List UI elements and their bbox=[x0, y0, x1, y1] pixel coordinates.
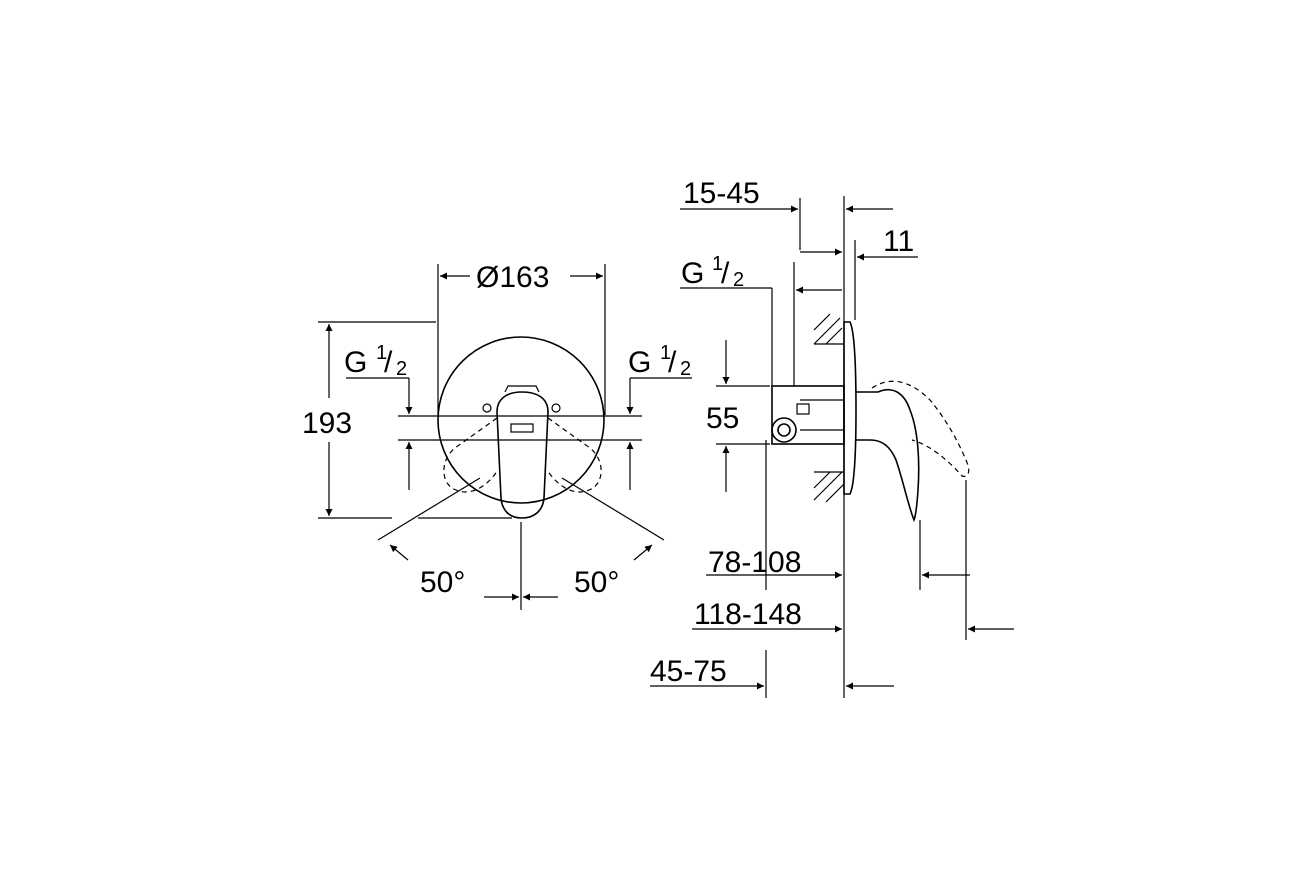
handle-swing-right bbox=[546, 417, 602, 493]
thread-right-num: 1 bbox=[660, 342, 671, 364]
dim-15-45-label: 15-45 bbox=[683, 177, 760, 210]
angle-right-label: 50° bbox=[574, 566, 619, 599]
handle-logo bbox=[510, 423, 534, 433]
handle-cap bbox=[504, 385, 540, 393]
angle-line-right bbox=[561, 477, 665, 541]
handle-front bbox=[496, 391, 549, 519]
screw-right bbox=[551, 403, 561, 413]
side-thread-slash: / bbox=[721, 257, 730, 290]
wall-hatching-top bbox=[813, 313, 844, 345]
thread-left-den: 2 bbox=[396, 358, 407, 380]
lever-side bbox=[856, 388, 920, 523]
lever-swing bbox=[871, 380, 970, 477]
thread-right-slash: / bbox=[668, 346, 677, 379]
side-thread-num: 1 bbox=[712, 253, 723, 275]
side-view: 15-45 11 G 1 / 2 bbox=[650, 177, 1014, 698]
height-label: 193 bbox=[302, 407, 352, 440]
handle-swing-left bbox=[443, 417, 499, 493]
escutcheon-plate bbox=[437, 336, 605, 504]
wall-hatching-bottom bbox=[813, 471, 845, 503]
thread-left-slash: / bbox=[384, 346, 393, 379]
dim-118-148-label: 118-148 bbox=[694, 598, 802, 631]
valve-body bbox=[771, 385, 845, 445]
front-view: Ø163 193 G 1 / 2 G 1 / 2 bbox=[302, 261, 692, 610]
plate-side bbox=[843, 321, 857, 495]
thread-right-g: G bbox=[628, 346, 651, 379]
screw-left bbox=[482, 403, 492, 413]
thread-right-den: 2 bbox=[680, 358, 691, 380]
inlet-outer bbox=[771, 417, 797, 443]
thread-left-g: G bbox=[344, 346, 367, 379]
inlet-inner bbox=[777, 423, 791, 437]
dim-55-label: 55 bbox=[706, 402, 739, 435]
angle-line-left bbox=[377, 477, 481, 541]
diameter-label: Ø163 bbox=[476, 261, 549, 294]
angle-left-label: 50° bbox=[420, 566, 465, 599]
dim-78-108-label: 78-108 bbox=[708, 546, 801, 579]
side-thread-g: G bbox=[681, 257, 704, 290]
side-thread-den: 2 bbox=[733, 269, 744, 291]
angle-arrow-right-a bbox=[633, 544, 653, 561]
angle-arrow-left-a bbox=[389, 544, 409, 561]
dim-11-label: 11 bbox=[883, 225, 914, 258]
dim-45-75-label: 45-75 bbox=[650, 655, 727, 688]
thread-left-num: 1 bbox=[376, 342, 387, 364]
valve-nut bbox=[796, 403, 810, 415]
